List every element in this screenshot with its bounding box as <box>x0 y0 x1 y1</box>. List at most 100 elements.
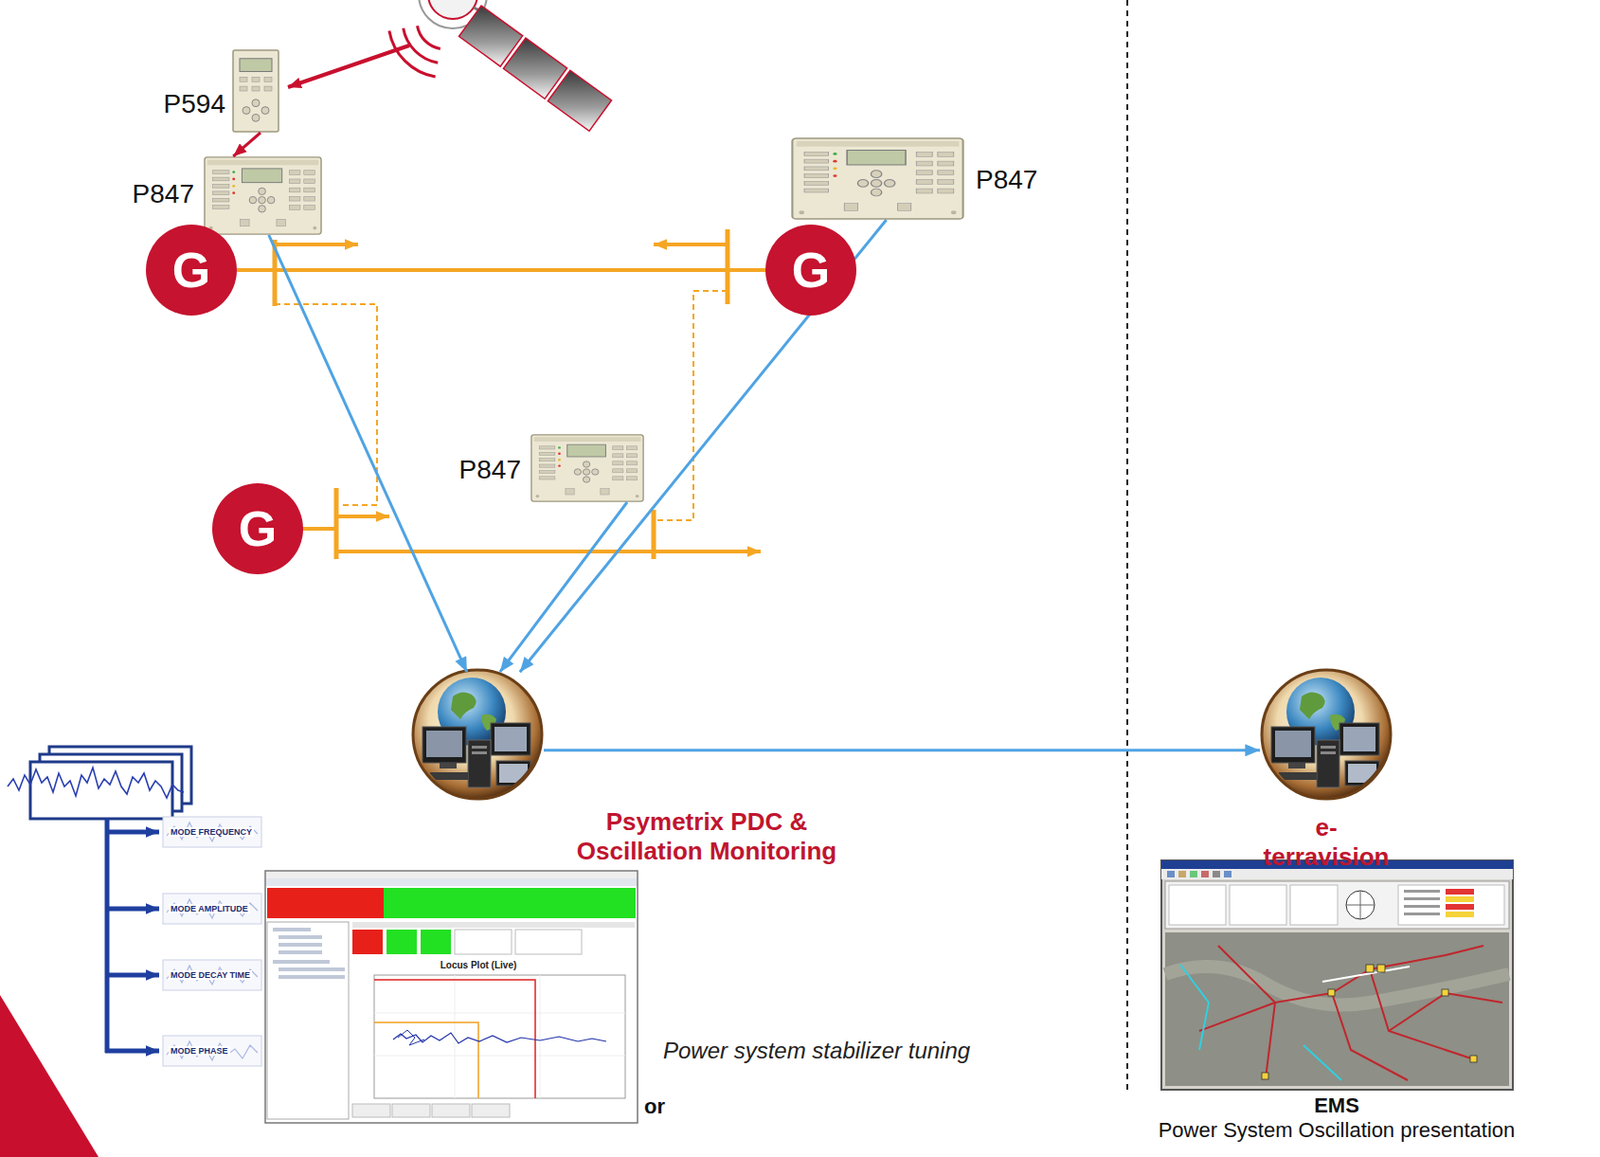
pdc-screenshot-part <box>374 1055 626 1057</box>
server-icon: e-terravision <box>1259 667 1393 801</box>
ems-screenshot-part <box>1180 964 1342 1080</box>
busbar-part <box>338 514 390 519</box>
ems-screenshot-part <box>1229 884 1287 925</box>
plot-title: Locus Plot (Live) <box>438 959 520 971</box>
data-link <box>543 748 1260 752</box>
mode-analysis-figure-part <box>105 818 110 1053</box>
mode-analysis-figure-part <box>166 898 258 918</box>
mode-label: MODE PHASE <box>168 1045 231 1057</box>
pdc-screenshot-part <box>397 1029 425 1045</box>
mode-analysis-figure-part <box>105 1048 160 1054</box>
node-label: P847 <box>975 163 1038 197</box>
ems-screenshot-part <box>1403 904 1440 908</box>
ems-screenshot-part <box>1165 932 1510 1086</box>
generator-circle: G <box>212 483 304 575</box>
mode-analysis-figure-part <box>162 893 262 924</box>
ems-screenshot-part <box>1398 884 1505 925</box>
busbar <box>274 229 761 559</box>
ems-screenshot-part-part <box>1445 945 1484 955</box>
mode-analysis-figure-part <box>166 965 258 985</box>
relay-device: P847 <box>203 156 323 235</box>
busbar-part <box>725 229 731 305</box>
pdc-screenshot-part <box>454 929 512 954</box>
ems-screenshot <box>1161 860 1513 1090</box>
relay-device-part <box>791 138 963 219</box>
ems-screenshot-part <box>1445 896 1475 902</box>
pdc-screenshot-part <box>278 934 323 939</box>
ems-screenshot-part <box>1165 880 1510 929</box>
ems-screenshot-part-part <box>1328 988 1335 996</box>
relay-device <box>204 50 964 502</box>
mode-analysis-figure-part <box>162 959 262 990</box>
ems-screenshot-part <box>1445 911 1475 917</box>
ems-screenshot-part <box>1346 890 1375 919</box>
ems-screenshot-part-part <box>1331 992 1408 1080</box>
pdc-screenshot-part <box>471 1103 510 1117</box>
mode-analysis-figure-part <box>162 1035 262 1066</box>
ems-screenshot-part-part <box>1369 969 1475 1060</box>
ems-screenshot-part <box>1346 904 1375 906</box>
ems-screenshot-part-part <box>1265 1002 1276 1079</box>
pdc-screenshot-part <box>278 967 345 971</box>
generator-letter: G <box>238 503 277 554</box>
relay-device-part <box>531 434 644 502</box>
mode-label: MODE FREQUENCY <box>168 826 254 838</box>
node-label: Power System Oscillation presentation <box>1158 1117 1516 1143</box>
ems-screenshot-part <box>1290 884 1338 925</box>
data-link <box>520 219 887 672</box>
ems-screenshot-part <box>1212 870 1221 878</box>
pdc-screenshot-part <box>374 1012 626 1014</box>
pdc-screenshot-part <box>539 974 541 1098</box>
ems-screenshot-part <box>1403 912 1440 916</box>
pdc-screenshot-part <box>266 871 637 879</box>
pdc-screenshot-part <box>392 1103 431 1117</box>
ems-screenshot-part-part <box>1218 945 1332 1003</box>
relay-device: P594 <box>232 49 280 133</box>
ems-screenshot-part-part <box>1366 964 1374 972</box>
satellite-part <box>428 0 478 19</box>
computer-icon <box>413 669 1391 799</box>
mode-analysis-figure-part <box>7 767 184 798</box>
ems-screenshot-part <box>1168 884 1226 925</box>
mode-analysis-figure-part <box>162 816 262 847</box>
ems-screenshot-part-part <box>1180 964 1209 1050</box>
pdc-screenshot-part <box>374 1022 479 1098</box>
pdc-screenshot-part <box>515 929 582 954</box>
node-label: P847 <box>459 453 522 486</box>
data-link <box>269 234 468 672</box>
pdc-screenshot-part <box>386 929 417 954</box>
pdc-screenshot-part <box>431 1103 470 1117</box>
ems-screenshot-part-part <box>1261 1072 1269 1079</box>
data-link <box>500 502 628 672</box>
pdc-screenshot-part <box>265 870 638 1123</box>
relay-device-part <box>233 50 279 132</box>
separator-line <box>1126 0 1129 1090</box>
mode-label: MODE AMPLITUDE <box>168 903 251 915</box>
server-icon: Psymetrix PDC & Oscillation Monitoring <box>411 667 544 801</box>
mode-analysis-figure-part <box>166 822 258 842</box>
sync-arrow <box>233 132 261 157</box>
busbar-part <box>651 509 657 559</box>
pdc-screenshot-part <box>374 974 626 1098</box>
node-label: Psymetrix PDC & Oscillation Monitoring <box>550 807 863 866</box>
ems-screenshot-part-part <box>1441 988 1449 996</box>
ems-screenshot-part-part <box>1331 954 1446 993</box>
ems-screenshot-part <box>1167 870 1175 878</box>
mode-analysis-figure-part <box>105 972 160 978</box>
pdc-screenshot-part <box>278 974 345 979</box>
ems-screen: EMSPower System Oscillation presentation <box>1161 860 1513 1090</box>
pdc-screenshot-part <box>393 1032 607 1043</box>
ems-screenshot-part <box>1178 870 1187 878</box>
computer-icon-part <box>1261 669 1391 799</box>
computer-icon-part <box>413 669 542 799</box>
pdc-screenshot-part <box>272 959 330 964</box>
signal-waves-part <box>389 30 436 77</box>
mode-analysis-figure <box>7 746 262 1066</box>
generator-circle: G <box>145 224 237 316</box>
busbar-part <box>655 290 728 521</box>
relay-device: P847 <box>791 137 965 220</box>
caption-note: Power system stabilizer tuning <box>663 1037 971 1065</box>
